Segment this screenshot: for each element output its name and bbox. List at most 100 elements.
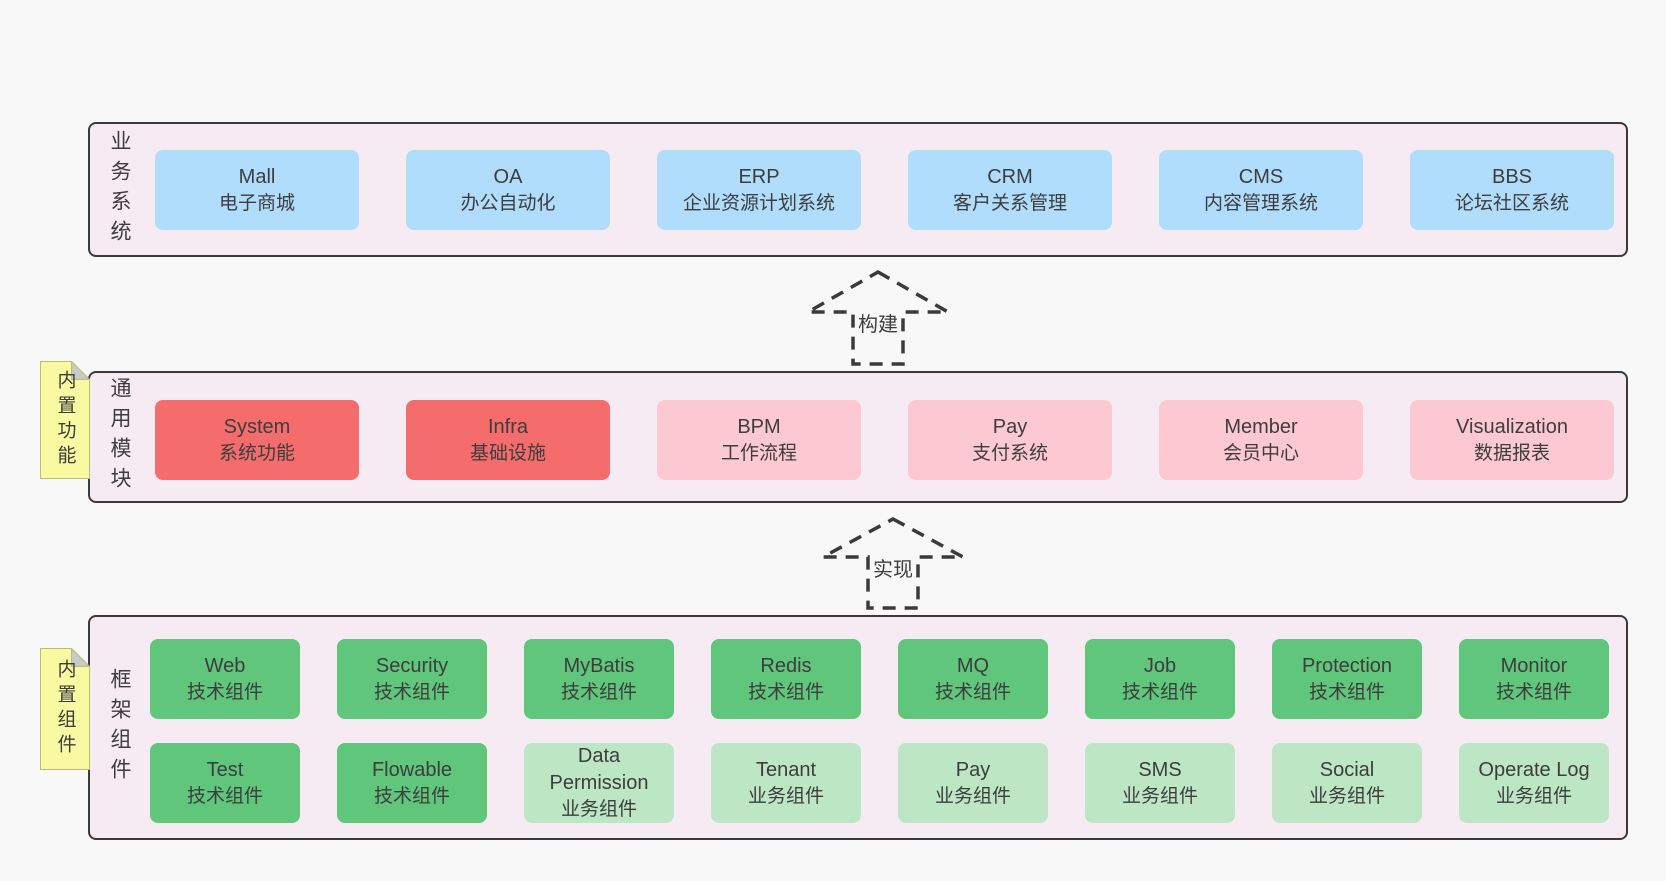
box-title: Security bbox=[375, 654, 449, 677]
box-test: Test 技术组件 bbox=[150, 743, 300, 823]
box-subtitle: 业务组件 bbox=[747, 785, 824, 807]
box-subtitle: 技术组件 bbox=[560, 681, 637, 703]
box-title: BBS bbox=[1491, 165, 1533, 188]
box-title: Data Permission bbox=[549, 745, 649, 795]
box-title: Mall bbox=[238, 165, 276, 188]
box-title: MQ bbox=[956, 654, 990, 677]
box-subtitle: 系统功能 bbox=[218, 442, 295, 464]
box-mq: MQ 技术组件 bbox=[898, 639, 1048, 719]
box-bpm: BPM 工作流程 bbox=[657, 400, 861, 480]
box-redis: Redis 技术组件 bbox=[711, 639, 861, 719]
box-pay-module: Pay 支付系统 bbox=[908, 400, 1112, 480]
box-title: Job bbox=[1143, 654, 1177, 677]
sticky-note-label: 内置组件 bbox=[54, 659, 76, 759]
box-title: Redis bbox=[760, 654, 812, 677]
folded-corner bbox=[71, 361, 90, 380]
box-title: CRM bbox=[987, 165, 1033, 188]
folded-corner bbox=[71, 648, 90, 667]
box-web: Web 技术组件 bbox=[150, 639, 300, 719]
box-pay-component: Pay 业务组件 bbox=[898, 743, 1048, 823]
box-tenant: Tenant 业务组件 bbox=[711, 743, 861, 823]
layer-business-systems-label: 业务系统 bbox=[108, 129, 131, 250]
sticky-note-shape bbox=[40, 648, 90, 770]
box-protection: Protection 技术组件 bbox=[1272, 639, 1422, 719]
box-subtitle: 基础设施 bbox=[469, 442, 546, 464]
box-title: Web bbox=[204, 654, 246, 677]
box-member: Member 会员中心 bbox=[1159, 400, 1363, 480]
box-title: OA bbox=[493, 165, 523, 188]
box-subtitle: 技术组件 bbox=[186, 785, 263, 807]
box-title: MyBatis bbox=[563, 654, 635, 677]
box-title: Member bbox=[1224, 415, 1298, 438]
implement-arrow-up-icon bbox=[822, 517, 964, 610]
box-title: Tenant bbox=[755, 758, 817, 781]
box-monitor: Monitor 技术组件 bbox=[1459, 639, 1609, 719]
box-subtitle: 技术组件 bbox=[1495, 681, 1572, 703]
box-bbs: BBS 论坛社区系统 bbox=[1410, 150, 1614, 230]
implement-arrow-label: 实现 bbox=[873, 558, 913, 581]
box-subtitle: 内容管理系统 bbox=[1203, 192, 1318, 214]
box-sms: SMS 业务组件 bbox=[1085, 743, 1235, 823]
box-infra: Infra 基础设施 bbox=[406, 400, 610, 480]
layer-business-systems: 业务系统 Mall 电子商城 OA 办公自动化 ERP 企业资源计划系统 CRM… bbox=[88, 122, 1628, 257]
box-title: CMS bbox=[1238, 165, 1284, 188]
box-social: Social 业务组件 bbox=[1272, 743, 1422, 823]
box-subtitle: 工作流程 bbox=[720, 442, 797, 464]
box-title: ERP bbox=[738, 165, 780, 188]
box-title: Monitor bbox=[1500, 654, 1568, 677]
box-subtitle: 业务组件 bbox=[1308, 785, 1385, 807]
box-oa: OA 办公自动化 bbox=[406, 150, 610, 230]
box-crm: CRM 客户关系管理 bbox=[908, 150, 1112, 230]
box-subtitle: 业务组件 bbox=[560, 799, 637, 821]
box-visualization: Visualization 数据报表 bbox=[1410, 400, 1614, 480]
box-title: BPM bbox=[737, 415, 781, 438]
box-title: Pay bbox=[955, 758, 991, 781]
sticky-note-built-in-features: 内置功能 bbox=[40, 361, 90, 479]
box-cms: CMS 内容管理系统 bbox=[1159, 150, 1363, 230]
box-job: Job 技术组件 bbox=[1085, 639, 1235, 719]
box-subtitle: 技术组件 bbox=[747, 681, 824, 703]
box-subtitle: 业务组件 bbox=[934, 785, 1011, 807]
box-title: Protection bbox=[1301, 654, 1393, 677]
layer-framework-components-label: 框架组件 bbox=[108, 667, 131, 788]
box-subtitle: 企业资源计划系统 bbox=[682, 192, 835, 214]
box-data-permission: Data Permission 业务组件 bbox=[524, 743, 674, 823]
box-system: System 系统功能 bbox=[155, 400, 359, 480]
box-title: Infra bbox=[487, 415, 529, 438]
build-arrow-label: 构建 bbox=[858, 313, 898, 336]
box-subtitle: 技术组件 bbox=[373, 681, 450, 703]
layer-common-modules-label: 通用模块 bbox=[108, 377, 131, 497]
box-title: Pay bbox=[992, 415, 1028, 438]
box-subtitle: 业务组件 bbox=[1495, 785, 1572, 807]
box-flowable: Flowable 技术组件 bbox=[337, 743, 487, 823]
box-subtitle: 技术组件 bbox=[1121, 681, 1198, 703]
box-subtitle: 技术组件 bbox=[373, 785, 450, 807]
box-title: Flowable bbox=[371, 758, 453, 781]
box-security: Security 技术组件 bbox=[337, 639, 487, 719]
box-subtitle: 技术组件 bbox=[934, 681, 1011, 703]
sticky-note-shape bbox=[40, 361, 90, 479]
box-subtitle: 客户关系管理 bbox=[952, 192, 1067, 214]
box-operate-log: Operate Log 业务组件 bbox=[1459, 743, 1609, 823]
box-title: SMS bbox=[1138, 758, 1182, 781]
box-title: Operate Log bbox=[1478, 758, 1590, 781]
layer-common-modules: 通用模块 System 系统功能 Infra 基础设施 BPM 工作流程 Pay… bbox=[88, 371, 1628, 503]
box-subtitle: 论坛社区系统 bbox=[1454, 192, 1569, 214]
box-title: Test bbox=[206, 758, 244, 781]
box-title: Social bbox=[1319, 758, 1375, 781]
box-mybatis: MyBatis 技术组件 bbox=[524, 639, 674, 719]
sticky-note-label: 内置功能 bbox=[54, 370, 76, 470]
box-subtitle: 技术组件 bbox=[1308, 681, 1385, 703]
sticky-note-built-in-components: 内置组件 bbox=[40, 648, 90, 770]
box-subtitle: 业务组件 bbox=[1121, 785, 1198, 807]
layer-framework-components: 框架组件 Web 技术组件 Security 技术组件 MyBatis 技术组件… bbox=[88, 615, 1628, 840]
box-subtitle: 技术组件 bbox=[186, 681, 263, 703]
box-title: System bbox=[223, 415, 291, 438]
box-subtitle: 会员中心 bbox=[1222, 442, 1299, 464]
box-subtitle: 电子商城 bbox=[218, 192, 295, 214]
box-title: Visualization bbox=[1456, 415, 1568, 438]
box-mall: Mall 电子商城 bbox=[155, 150, 359, 230]
build-arrow-up-icon bbox=[801, 269, 955, 366]
box-subtitle: 办公自动化 bbox=[460, 192, 556, 214]
